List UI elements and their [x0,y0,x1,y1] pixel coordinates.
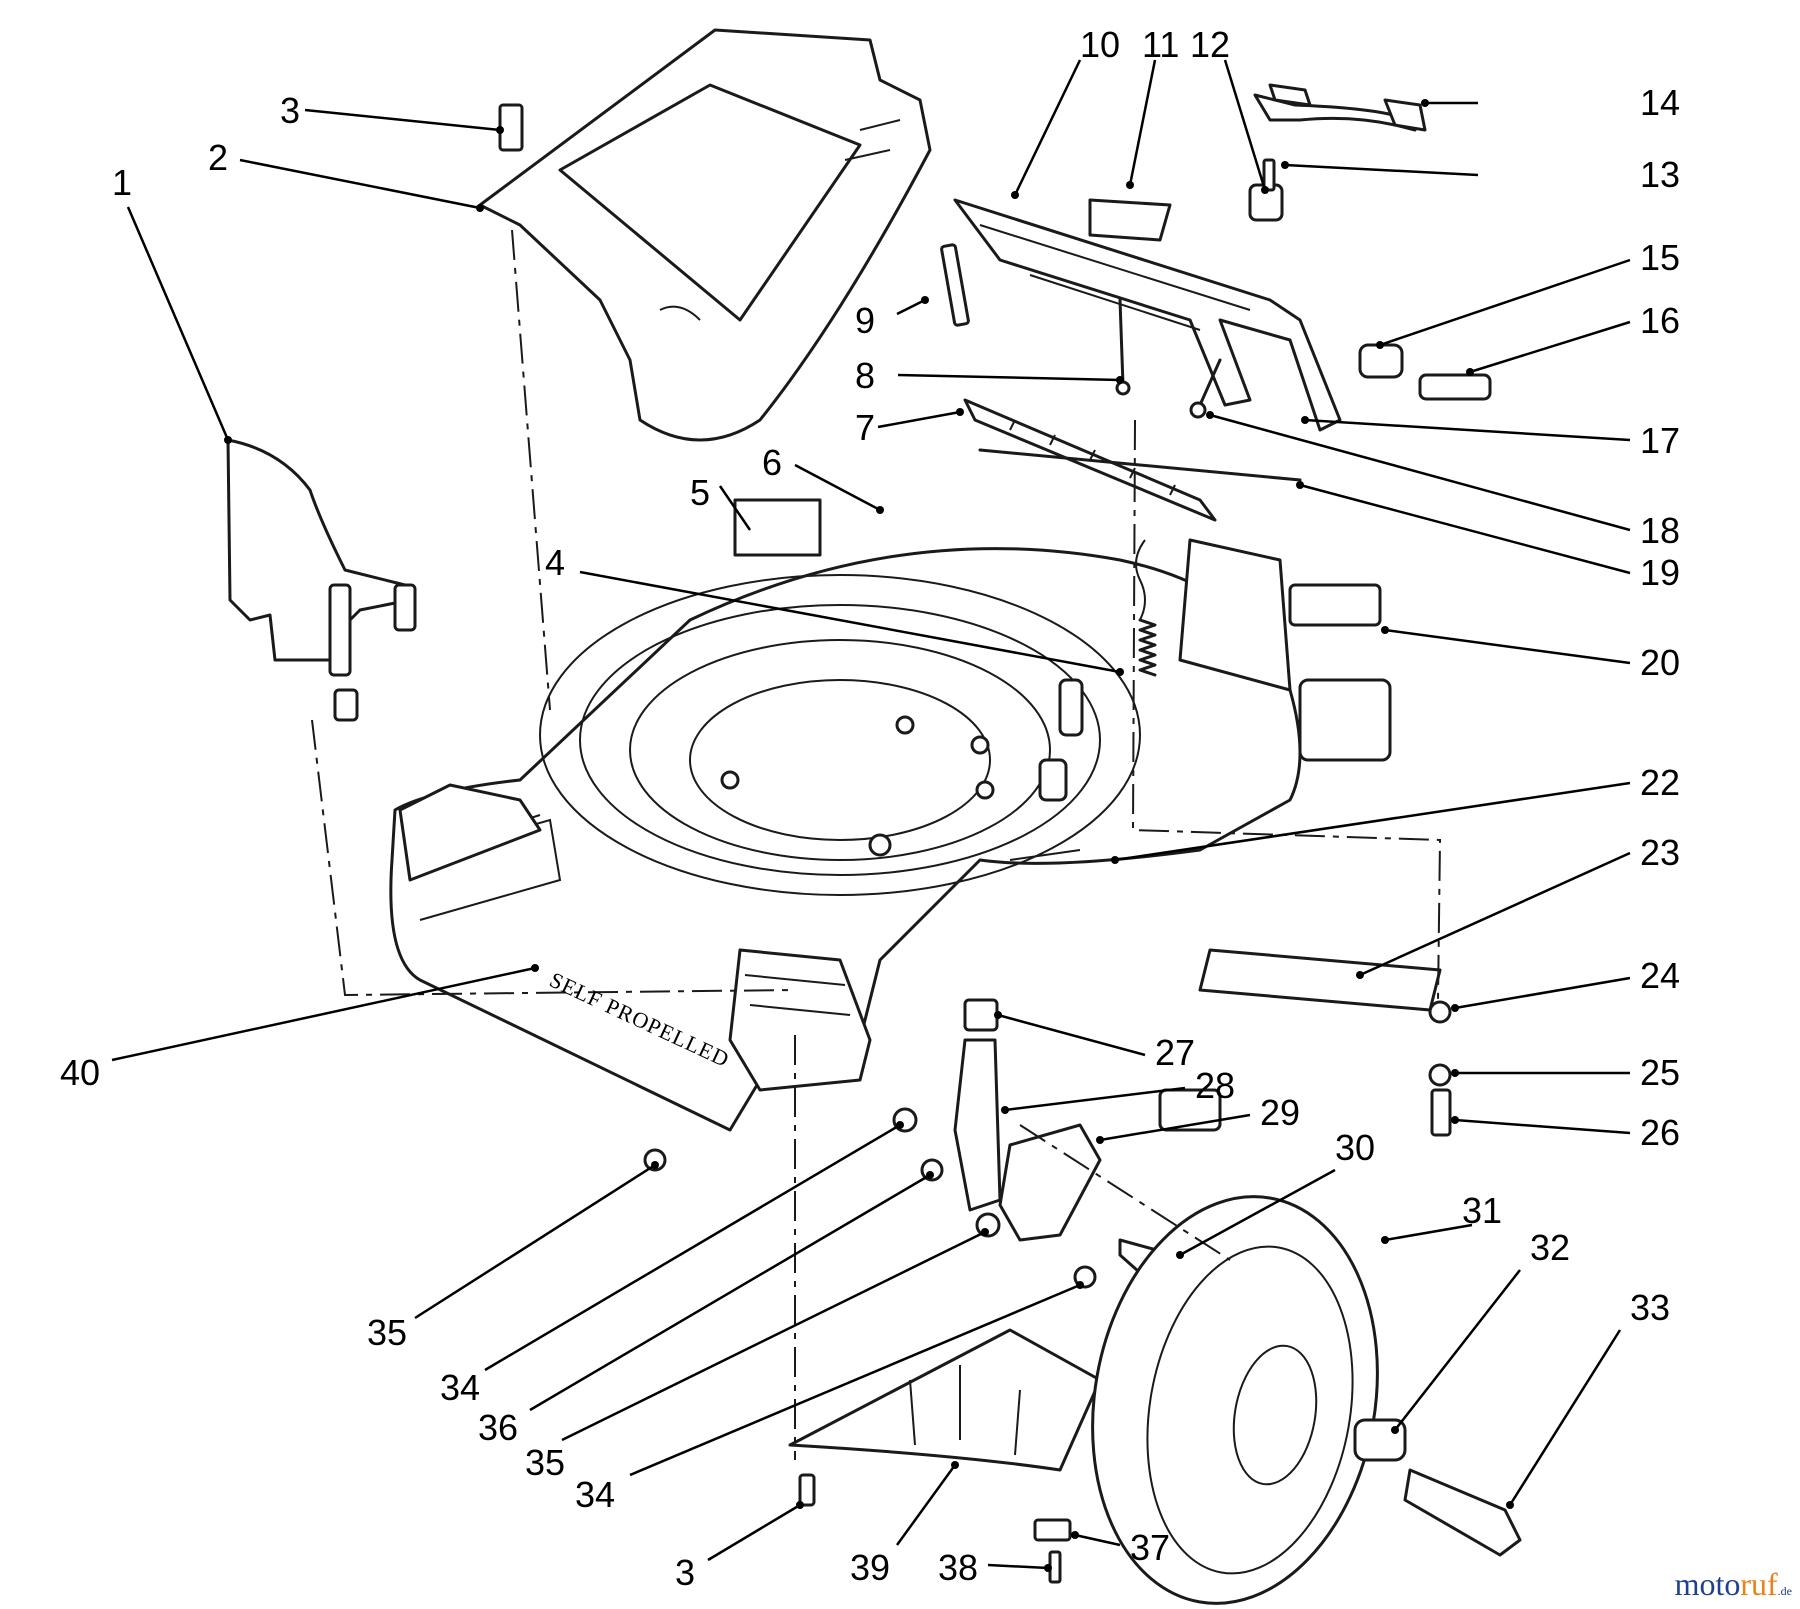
callout-38: 38 [938,1547,978,1588]
callout-leaders [111,59,1631,1572]
callout-3-bottom: 3 [675,1552,695,1593]
callout-35-lower: 35 [525,1442,565,1483]
watermark-suffix: .de [1777,1584,1792,1598]
watermark-main: moto [1674,1566,1741,1602]
callout-34-lower: 34 [575,1474,615,1515]
part-39-skirt [788,1328,1102,1472]
watermark-logo: motoruf.de [1675,1566,1792,1603]
part-1-deflector [226,438,417,722]
callout-23: 23 [1640,832,1680,873]
callout-11: 11 [1142,24,1179,65]
small-hardware [498,103,1492,1584]
callout-25: 25 [1640,1052,1680,1093]
callout-16: 16 [1640,300,1680,341]
callout-8: 8 [855,355,875,396]
callout-24: 24 [1640,955,1680,996]
callout-3-top: 3 [280,90,300,131]
callout-28: 28 [1195,1065,1235,1106]
callout-31: 31 [1462,1190,1502,1231]
callout-18: 18 [1640,510,1680,551]
callout-numbers: 1 2 3 4 5 6 7 8 9 10 11 12 13 14 15 16 1… [60,24,1680,1593]
callout-7: 7 [855,407,875,448]
callout-30: 30 [1335,1127,1375,1168]
callout-1: 1 [112,162,132,203]
mower-deck [389,538,1392,1132]
callout-2: 2 [208,137,228,178]
callout-13: 13 [1640,154,1680,195]
callout-39: 39 [850,1547,890,1588]
callout-36: 36 [478,1407,518,1448]
callout-17: 17 [1640,420,1680,461]
wheel-axle-hardware [1353,1418,1522,1557]
callout-14: 14 [1640,82,1680,123]
callout-4: 4 [545,542,565,583]
callout-32: 32 [1530,1227,1570,1268]
callout-35-left: 35 [367,1312,407,1353]
callout-10: 10 [1080,24,1120,65]
callout-34-left: 34 [440,1367,480,1408]
callout-12: 12 [1190,24,1230,65]
part-14-grip [1253,83,1427,132]
callout-40: 40 [60,1052,100,1093]
callout-20: 20 [1640,642,1680,683]
callout-27: 27 [1155,1032,1195,1073]
callout-29: 29 [1260,1092,1300,1133]
callout-37: 37 [1130,1527,1170,1568]
callout-5: 5 [690,472,710,513]
part-10-handle-bar [953,198,1342,432]
callout-15: 15 [1640,237,1680,278]
callout-33: 33 [1630,1287,1670,1328]
callout-6: 6 [762,442,782,483]
deck-front-mounts [728,948,872,1092]
callout-19: 19 [1640,552,1680,593]
callout-22: 22 [1640,762,1680,803]
callout-9: 9 [855,300,875,341]
watermark-accent: ruf [1740,1566,1778,1602]
part-2-rear-cover [478,28,932,442]
callout-26: 26 [1640,1112,1680,1153]
